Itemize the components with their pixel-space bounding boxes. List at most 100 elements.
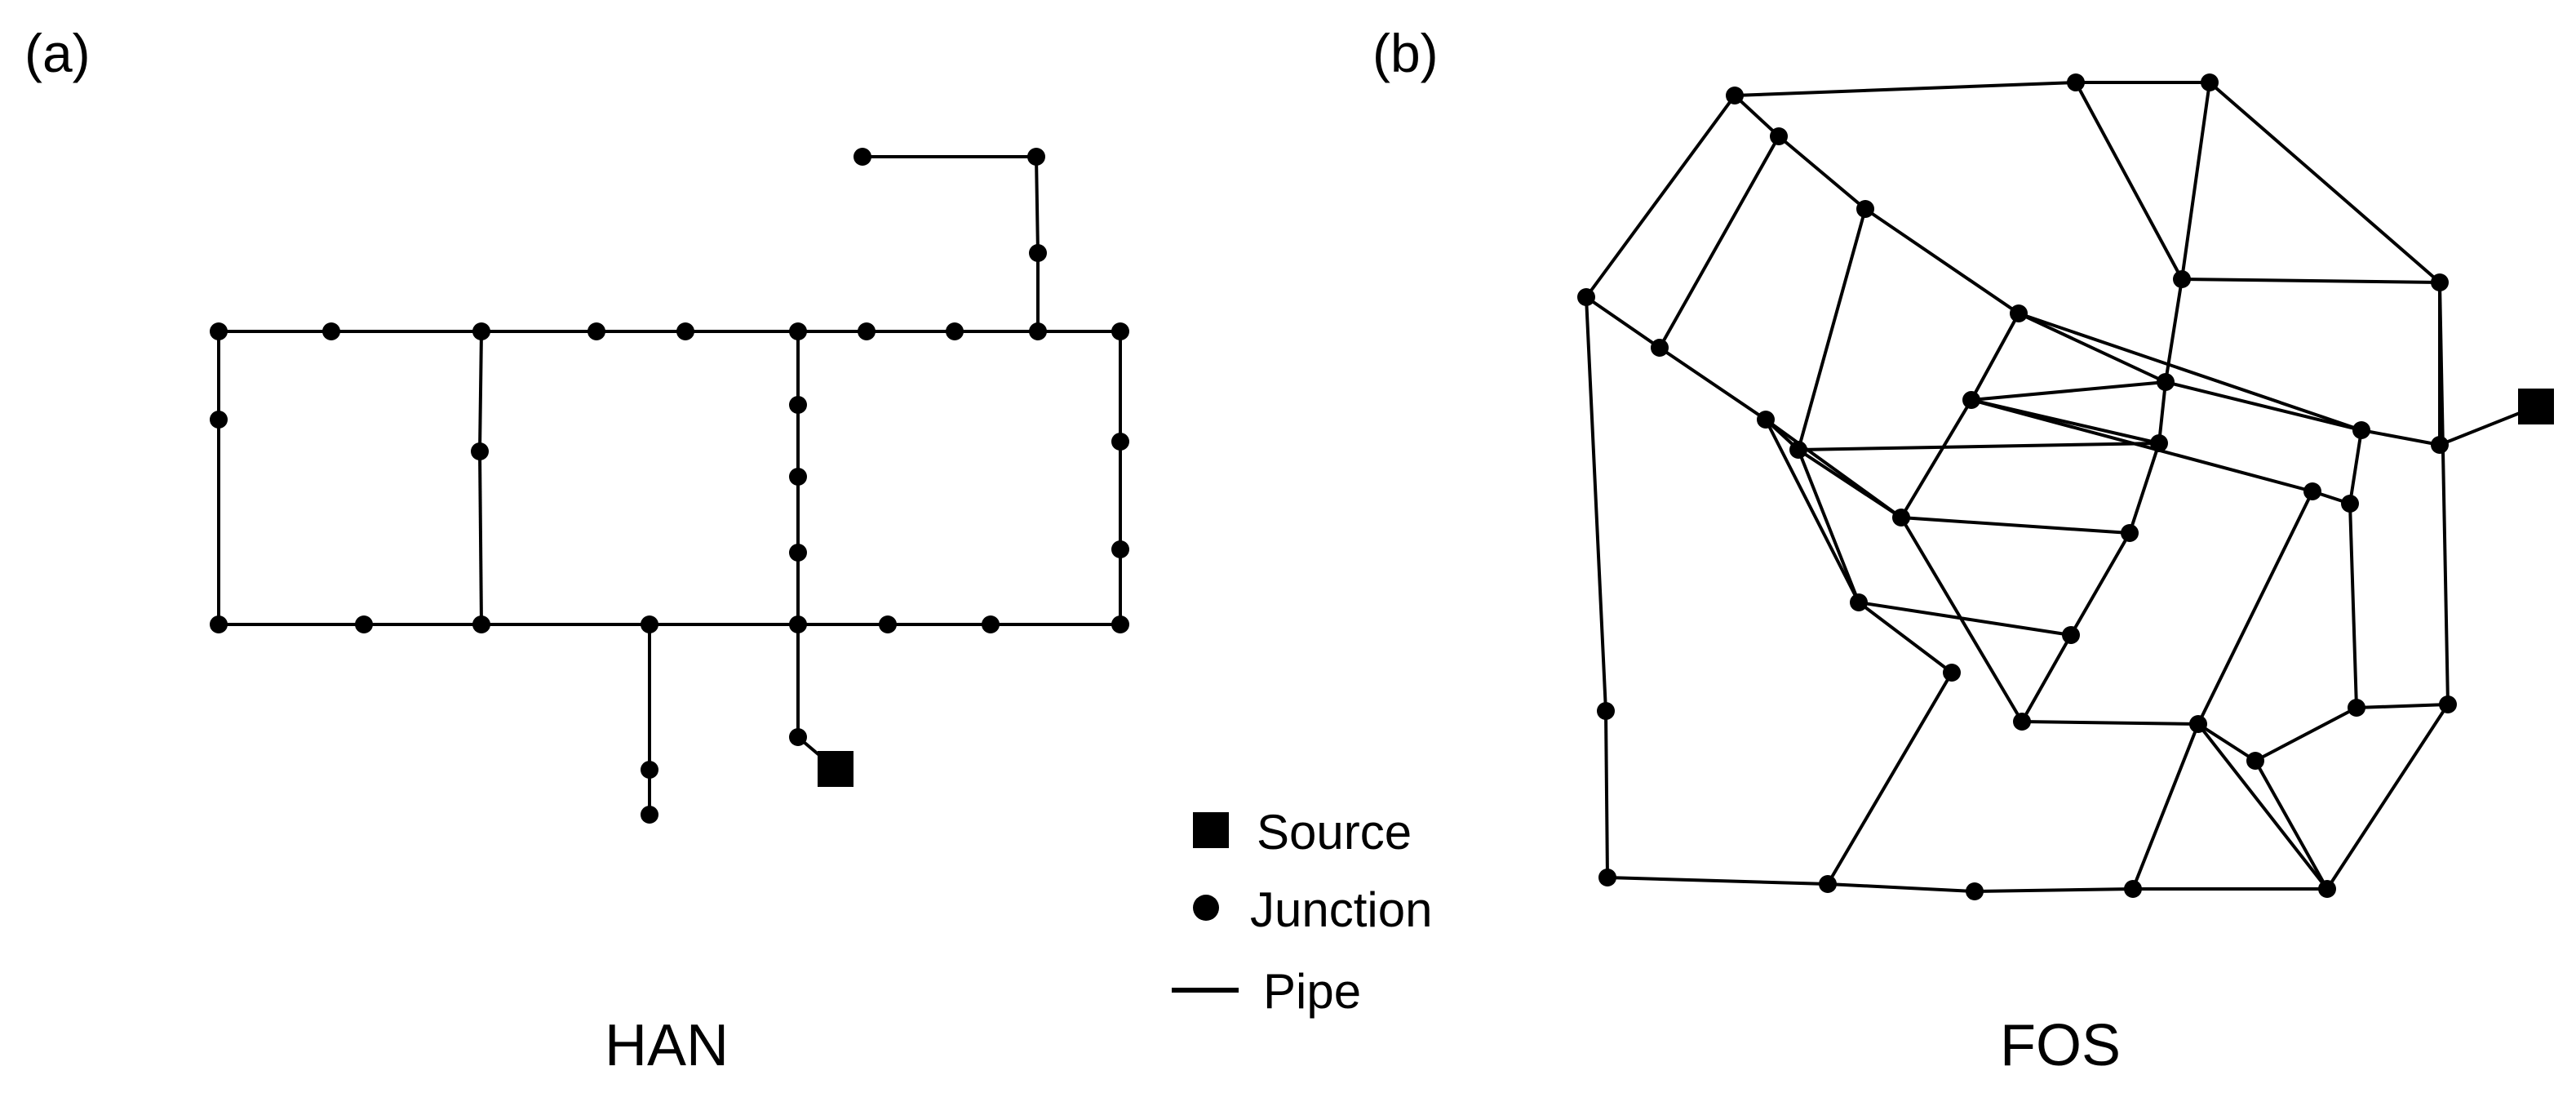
han-junction xyxy=(853,148,871,166)
han-junction xyxy=(676,322,694,340)
fos-pipe xyxy=(2157,381,2167,444)
fos-pipe xyxy=(1607,876,1829,886)
fos-junction xyxy=(2303,482,2321,500)
fos-pipe xyxy=(2325,703,2450,891)
fos-junction xyxy=(2173,270,2191,288)
fos-pipe xyxy=(1900,516,2130,535)
fos-pipe xyxy=(2164,278,2184,383)
fos-junction xyxy=(2010,304,2028,322)
fos-junction xyxy=(2013,713,2031,731)
fos-pipe xyxy=(2197,491,2314,725)
han-junction xyxy=(1111,615,1129,633)
han-junction xyxy=(641,761,658,779)
network-name-han: HAN xyxy=(604,1013,729,1078)
han-junction xyxy=(1029,322,1047,340)
han-junction xyxy=(789,396,807,414)
han-junction xyxy=(355,615,373,633)
fos-pipe xyxy=(1900,398,1973,519)
fos-pipe xyxy=(2197,722,2329,891)
legend-source-symbol xyxy=(1193,812,1229,848)
fos-pipe xyxy=(2021,720,2199,726)
legend-junction-label: Junction xyxy=(1250,882,1433,937)
fos-junction xyxy=(2124,880,2142,898)
fos-pipe xyxy=(2197,722,2257,762)
fos-junction xyxy=(2341,495,2359,513)
legend-source-label: Source xyxy=(1257,805,1412,860)
fos-junction xyxy=(1597,702,1615,720)
fos-pipe xyxy=(1658,136,1780,349)
fos-pipe xyxy=(2208,81,2441,284)
fos-pipe xyxy=(2165,380,2362,432)
fos-junction xyxy=(1966,882,1984,900)
han-junction xyxy=(472,322,490,340)
han-junction xyxy=(210,322,228,340)
fos-pipe xyxy=(1797,448,1903,519)
fos-pipe xyxy=(2131,723,2200,890)
han-junction xyxy=(789,544,807,562)
fos-pipe xyxy=(1798,442,2160,451)
fos-pipe xyxy=(2255,706,2357,762)
han-junction xyxy=(1029,244,1047,262)
han-source xyxy=(818,751,853,787)
han-junction xyxy=(982,615,1000,633)
fos-junction xyxy=(2201,73,2219,91)
fos-junction xyxy=(2067,73,2085,91)
fos-pipe xyxy=(2180,82,2211,280)
fos-pipe xyxy=(2018,312,2166,384)
fos-pipe xyxy=(2348,429,2363,504)
fos-junction xyxy=(1770,127,1788,145)
han-junction xyxy=(789,728,807,746)
fos-pipe xyxy=(2356,703,2449,709)
fos-junction xyxy=(1726,87,1744,104)
fos-junction xyxy=(2348,699,2365,717)
fos-junction xyxy=(1819,875,1837,893)
han-junction xyxy=(1111,322,1129,340)
fos-pipe xyxy=(1585,295,1661,349)
fos-junction xyxy=(2352,421,2370,439)
fos-junction xyxy=(1856,200,1874,218)
han-junction xyxy=(946,322,964,340)
han-junction xyxy=(210,615,228,633)
panel-label-a: (a) xyxy=(24,23,91,83)
han-junction xyxy=(322,322,340,340)
fos-junction xyxy=(2431,436,2449,454)
fos-junction xyxy=(1943,664,1961,682)
fos-pipe xyxy=(1585,296,1607,712)
han-junction xyxy=(789,322,807,340)
fos-pipe xyxy=(2074,82,2184,280)
fos-pipe xyxy=(1827,882,1975,893)
han-junction xyxy=(1111,433,1129,451)
han-junction xyxy=(879,615,897,633)
fos-junction xyxy=(2431,273,2449,291)
fos-junction xyxy=(2189,715,2207,733)
legend-pipe-label: Pipe xyxy=(1263,964,1362,1019)
fos-source-node xyxy=(2518,389,2554,424)
fos-pipe xyxy=(1604,710,1609,878)
fos-pipe xyxy=(1826,671,1953,886)
han-pipes xyxy=(217,155,1122,815)
fos-junction xyxy=(2246,752,2264,770)
fos-junction xyxy=(1892,509,1910,527)
fos-pipe xyxy=(2128,442,2161,534)
han-junction xyxy=(1027,148,1045,166)
fos-pipe xyxy=(2181,278,2441,284)
han-junction xyxy=(1111,540,1129,558)
han-junction xyxy=(641,806,658,824)
fos-junction xyxy=(1850,593,1868,611)
han-junctions xyxy=(210,148,1129,824)
fos-pipe xyxy=(1971,380,2166,402)
fos-junction xyxy=(2062,626,2080,644)
han-pipe xyxy=(478,451,483,625)
fos-pipe xyxy=(2069,532,2131,636)
fos-pipe xyxy=(1797,449,1860,603)
han-junction xyxy=(789,468,807,486)
fos-pipe xyxy=(1864,207,2020,315)
legend-junction-symbol xyxy=(1193,895,1219,921)
fos-pipe xyxy=(2020,634,2073,722)
han-junction xyxy=(210,411,228,429)
fos-junction xyxy=(2318,880,2336,898)
fos-pipe xyxy=(1585,94,1736,299)
han-junction xyxy=(472,615,490,633)
han-pipe xyxy=(1035,156,1040,254)
fos-pipe xyxy=(1733,94,1780,138)
